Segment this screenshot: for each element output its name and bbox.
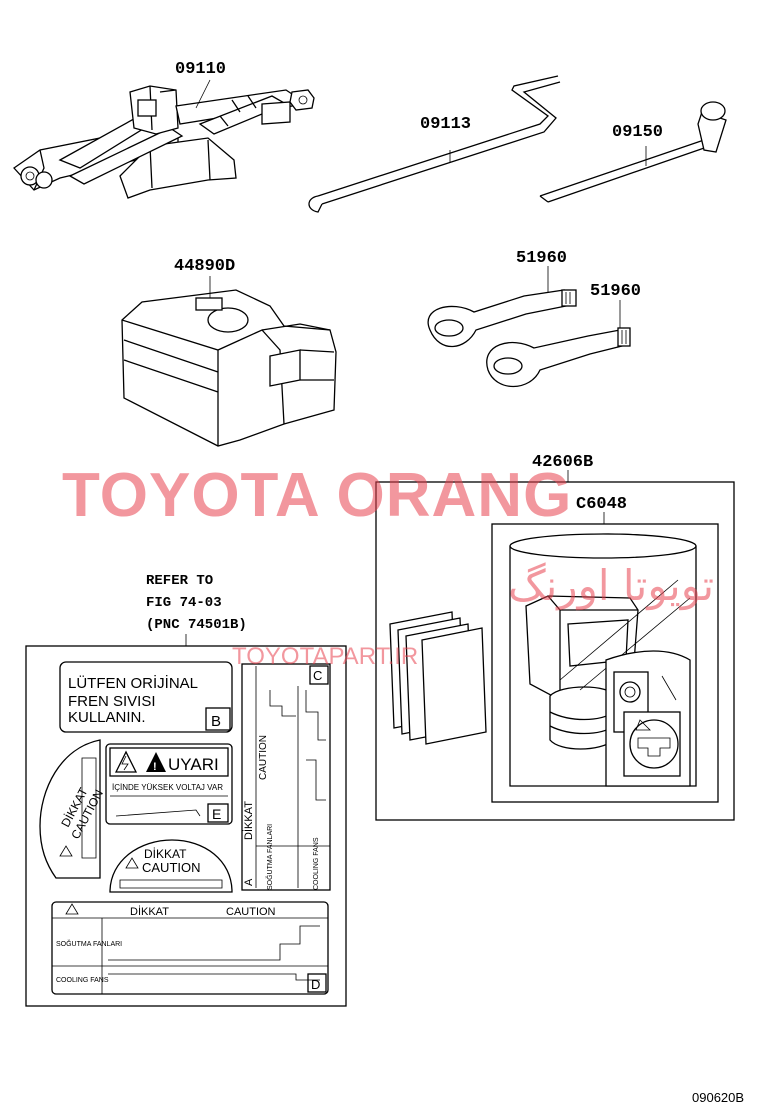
label-d-dikkat: DİKKAT [130,905,169,918]
caution-icon-center [125,857,139,869]
label-c-dikkat: DİKKAT [242,801,255,840]
label-e-letter: E [212,806,221,822]
refer-note-line3: (PNC 74501B) [146,617,247,633]
manual-pouch-drawing [509,533,697,787]
label-c-letter-bottom: A [243,878,255,886]
label-sheet-frame [25,645,347,1007]
part-number-manual-set: 42606B [532,453,593,472]
label-dome-center-caution: CAUTION [142,860,201,875]
part-number-jack-handle: 09113 [420,115,471,134]
refer-note-line2: FIG 74-03 [146,595,222,611]
booklets-drawing [389,611,487,745]
label-b-line3: KULLANIN. [68,709,146,726]
label-b: LÜTFEN ORİJİNAL FREN SIVISI KULLANIN. B [59,661,233,733]
manual-frame [491,523,719,803]
part-number-towing-eye-1: 51960 [516,249,567,268]
label-d-caution: CAUTION [226,906,276,918]
label-e-subtitle: İÇİNDE YÜKSEK VOLTAJ VAR [112,783,223,792]
part-number-jack: 09110 [175,60,226,79]
label-c-fan2: COOLING FANS [313,837,320,890]
label-c-fan1: SOĞUTMA FANLARI [265,824,274,890]
label-b-line2: FREN SIVISI [68,693,156,710]
watermark: TOYOTA ORANG تویوتا اورنگ TOYOTAPART.IR [62,461,714,670]
wrench-drawing [539,101,727,203]
label-b-line1: LÜTFEN ORİJİNAL [68,674,198,692]
label-dome-left: DİKKAT CAUTION [39,739,106,879]
caution-icon-d [65,903,79,915]
part-number-towing-eye-2: 51960 [590,282,641,301]
label-d-letter: D [311,977,320,992]
svg-text:!: ! [153,761,157,773]
label-d: DİKKAT CAUTION SOĞUTMA FANLARI COOLING F… [51,901,329,995]
label-c-letter-top: C [313,668,322,683]
watermark-url: TOYOTAPART.IR [232,643,418,670]
manual-set-frame [375,481,735,821]
watermark-persian: تویوتا اورنگ [508,561,714,610]
tool-bag-drawing [121,276,337,447]
watermark-main: TOYOTA ORANG [62,461,572,530]
caution-icon [59,845,73,857]
jack-handle-drawing [308,75,561,213]
jack-drawing [13,79,315,199]
part-number-tool-bag: 44890D [174,257,235,276]
label-d-fan1: SOĞUTMA FANLARI [56,939,122,948]
part-number-wrench: 09150 [612,123,663,142]
towing-eye-lower-drawing [486,300,631,388]
label-dome-center: DİKKAT CAUTION [109,839,233,893]
label-c-caution: CAUTION [258,735,269,780]
warning-icon [146,752,166,772]
label-b-letter: B [211,713,221,730]
label-e-title: UYARI [168,755,219,774]
part-number-manual: C6048 [576,495,627,514]
label-e: ! UYARI İÇİNDE YÜKSEK VOLTAJ VAR E [105,743,233,825]
towing-eye-upper-drawing [427,266,577,348]
label-d-fan2: COOLING FANS [56,977,109,984]
refer-note-line1: REFER TO [146,573,213,589]
label-c: C CAUTION DİKKAT SOĞUTMA FANLARI COOLING… [241,663,331,891]
figure-reference: 090620B [692,1090,744,1105]
label-dome-center-dikkat: DİKKAT [144,847,187,861]
